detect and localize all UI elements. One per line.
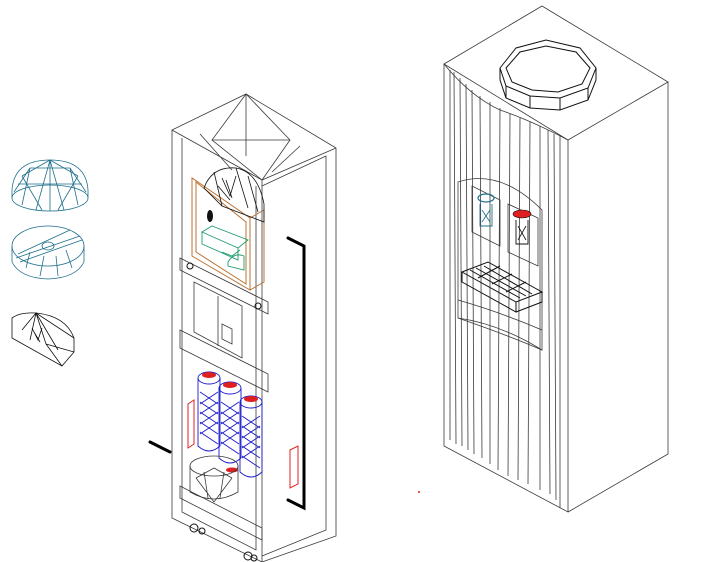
filter-caps — [202, 372, 258, 473]
pcb-board — [201, 225, 249, 271]
drip-tray — [460, 261, 544, 313]
control-box — [193, 281, 243, 359]
tap-icon — [477, 193, 495, 227]
exploded-cabinet-icon — [148, 93, 337, 562]
filter-cartridge-icon — [239, 395, 263, 478]
side-handles — [148, 236, 306, 511]
caster-wheels — [189, 523, 258, 562]
marker-dot — [418, 491, 420, 493]
filter-cartridge-icon — [197, 371, 221, 452]
water-dispenser-icon — [443, 5, 669, 513]
filter-cartridge-icon — [218, 381, 242, 464]
filter-bracket — [187, 399, 299, 489]
half-dome-icon — [11, 312, 75, 367]
knob — [207, 210, 213, 222]
bottle-ring — [499, 39, 597, 111]
tank-dome — [189, 455, 239, 503]
screw — [254, 302, 262, 310]
screw — [186, 262, 194, 270]
dome-lid-icon — [11, 225, 85, 280]
tap-icon — [512, 209, 532, 245]
motor-dome — [203, 167, 265, 223]
geodesic-dome-icon — [11, 159, 89, 212]
